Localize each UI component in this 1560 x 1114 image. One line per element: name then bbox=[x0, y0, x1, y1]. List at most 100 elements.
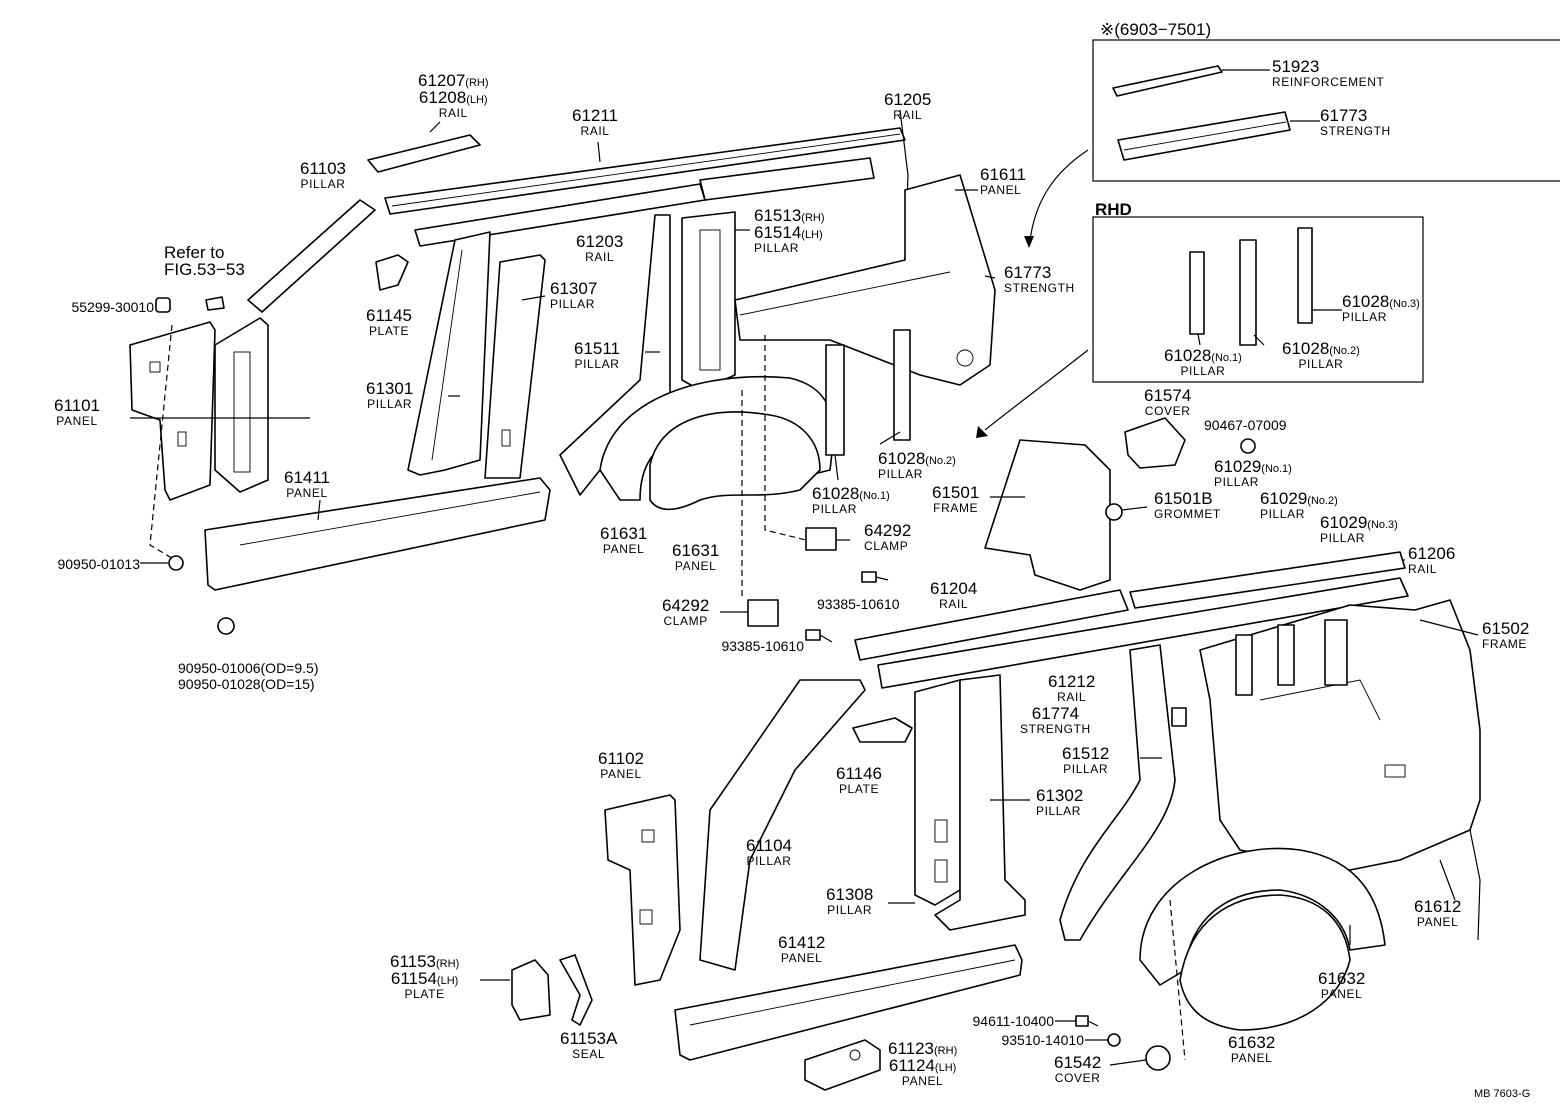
part-61207-drawing bbox=[367, 121, 481, 173]
part-61123-drawing bbox=[804, 1039, 881, 1091]
part-90950-plug-drawing bbox=[217, 617, 235, 635]
label-61028-rhd-no2: 61028(No.2) PILLAR bbox=[1282, 339, 1360, 371]
part-64292-lower-drawing bbox=[747, 599, 779, 627]
label-61153: 61153(RH) 61154(LH) PLATE bbox=[390, 952, 460, 1001]
part-61307-drawing bbox=[484, 254, 546, 479]
rhd-pillars-drawing bbox=[1189, 227, 1340, 346]
part-61512-drawing bbox=[1059, 644, 1176, 941]
part-93385-upper-drawing bbox=[861, 571, 889, 583]
part-93385-lower-drawing bbox=[805, 629, 833, 643]
part-61103-drawing bbox=[247, 199, 376, 313]
part-61101-drawing bbox=[129, 321, 216, 501]
label-94611: 94611-10400 bbox=[972, 1013, 1054, 1029]
reinforcement-box-title: ※(6903−7501) bbox=[1100, 20, 1212, 39]
label-61513: 61513(RH) 61514(LH) PILLAR bbox=[754, 206, 825, 255]
part-90467-drawing bbox=[1240, 438, 1256, 454]
label-90467: 90467-07009 bbox=[1204, 417, 1287, 433]
part-61411-drawing bbox=[204, 477, 551, 591]
part-61204-drawing bbox=[854, 589, 1129, 661]
label-61123: 61123(RH) 61124(LH) PANEL bbox=[888, 1039, 958, 1088]
part-61211-drawing bbox=[384, 127, 906, 215]
part-90950-grommet-drawing bbox=[168, 555, 184, 571]
part-61206-drawing bbox=[1129, 551, 1406, 609]
label-61028-no2: 61028(No.2) PILLAR bbox=[878, 449, 956, 481]
label-61028-no3: 61028(No.3) PILLAR bbox=[1342, 292, 1420, 324]
part-61774-drawing bbox=[1171, 707, 1187, 727]
part-61501B-drawing bbox=[1105, 503, 1123, 521]
part-61502-drawing bbox=[1199, 599, 1481, 871]
leader-lines bbox=[130, 69, 1479, 1066]
part-61412-drawing bbox=[674, 944, 1023, 1061]
rhd-box-title: RHD bbox=[1095, 200, 1132, 219]
part-64292-upper-drawing bbox=[805, 527, 837, 551]
arrow-to-pillars bbox=[984, 349, 1089, 431]
part-61308-drawing bbox=[914, 679, 961, 906]
label-90950-plugs: 90950-01006(OD=9.5) 90950-01028(OD=15) bbox=[178, 660, 319, 692]
part-93510-drawing bbox=[1107, 1033, 1121, 1047]
part-61611-drawing bbox=[734, 174, 996, 386]
part-61301-drawing bbox=[407, 231, 491, 476]
part-61501-drawing bbox=[984, 439, 1111, 591]
part-55299-drawing bbox=[155, 297, 171, 313]
part-61212-drawing bbox=[877, 577, 1409, 689]
label-61029-no2: 61029(No.2) PILLAR bbox=[1260, 489, 1338, 521]
part-61302-drawing bbox=[934, 674, 1026, 931]
part-94611-drawing bbox=[1075, 1015, 1099, 1027]
part-61028-pillars-drawing bbox=[825, 329, 911, 456]
part-61102-drawing bbox=[604, 794, 681, 986]
part-61542-drawing bbox=[1145, 1045, 1171, 1071]
label-61029-no1: 61029(No.1) PILLAR bbox=[1214, 457, 1292, 489]
part-61632-outer-drawing bbox=[1139, 847, 1386, 986]
part-61612-drawing bbox=[1469, 829, 1481, 941]
bolt-leader-left bbox=[149, 324, 176, 561]
label-90950-01013: 90950-01013 bbox=[57, 556, 140, 572]
label-93385-lower: 93385-10610 bbox=[721, 638, 804, 654]
label-61207: 61207(RH) 61208(LH) RAIL bbox=[418, 71, 489, 120]
part-61513-drawing bbox=[681, 211, 736, 391]
part-61153A-drawing bbox=[559, 954, 593, 1026]
part-pillar-front-left-drawing bbox=[214, 317, 269, 493]
part-61773-inset-drawing bbox=[1117, 111, 1320, 161]
label-61028-no1: 61028(No.1) PILLAR bbox=[812, 484, 890, 516]
clamp-leader-upper bbox=[764, 335, 807, 541]
label-93385-upper: 93385-10610 bbox=[817, 596, 900, 612]
label-61029-no3: 61029(No.3) PILLAR bbox=[1320, 513, 1398, 545]
part-61632-inner-drawing bbox=[1179, 894, 1351, 1031]
part-61153-drawing bbox=[511, 959, 551, 1021]
reinforcement-inset-box bbox=[1092, 39, 1560, 182]
